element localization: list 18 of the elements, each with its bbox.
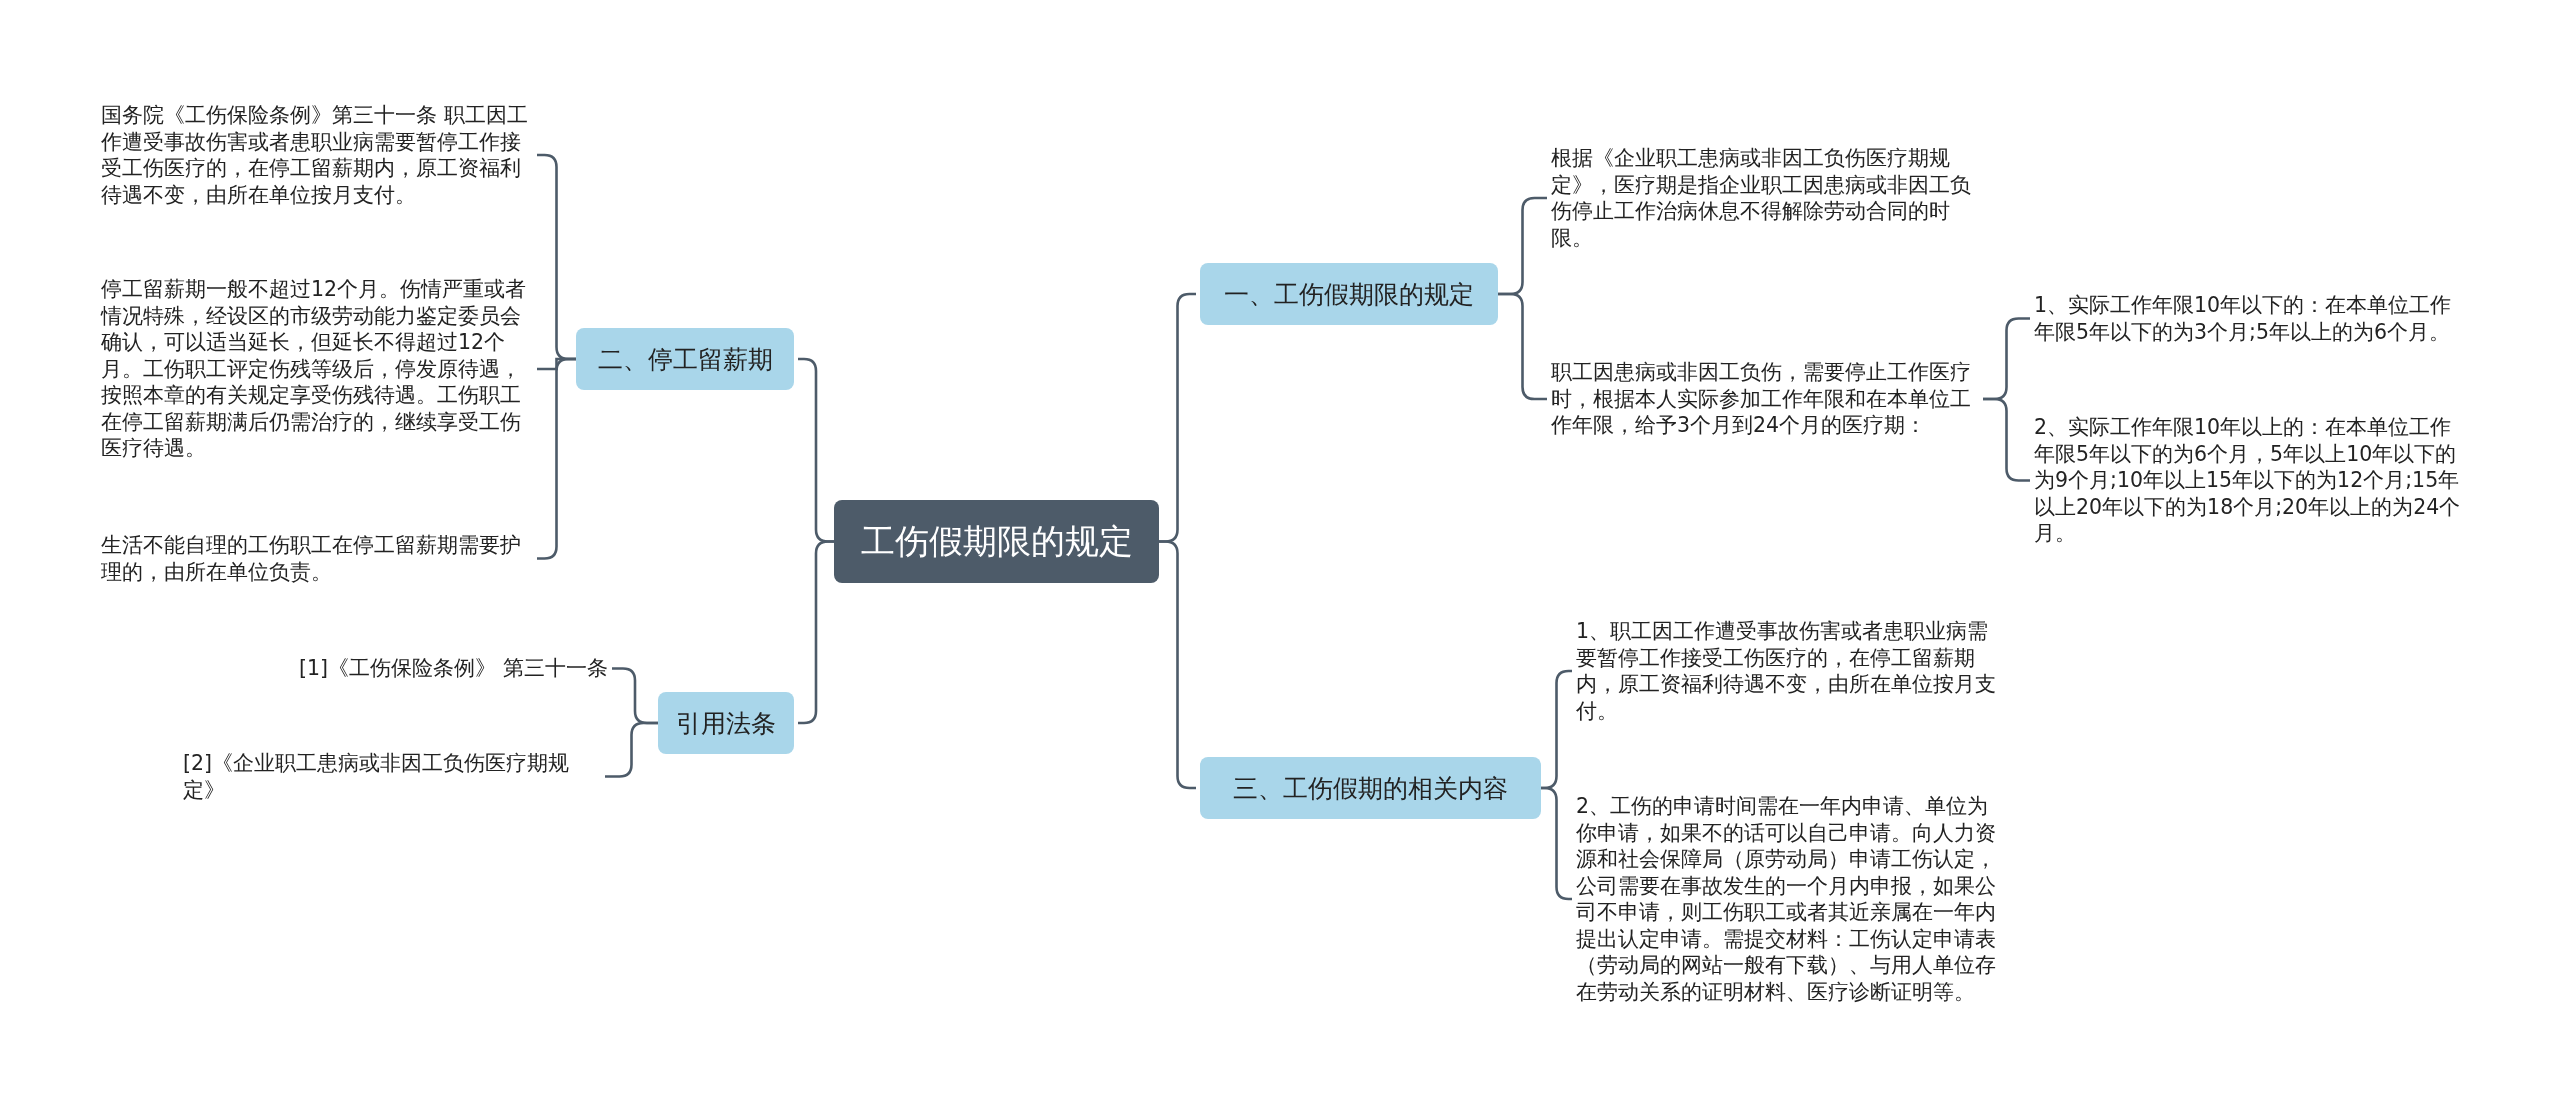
leaf-text: 2、实际工作年限10年以上的：在本单位工作年限5年以下的为6个月，5年以上10年以下的为9个月;10年以上15年以下的为12个月;15年以上20年以下的为18个月;20年以上的为24个月。 [2034, 414, 2464, 547]
connector-line [1159, 540, 1196, 790]
central-topic-box: 工伤假期限的规定 [834, 500, 1159, 583]
topic-box: 引用法条 [658, 692, 794, 754]
leaf-text: 职工因患病或非因工负伤，需要停止工作医疗时，根据本人实际参加工作年限和在本单位工作年限，给予3个月到24个月的医疗期： [1551, 359, 1983, 439]
leaf-text: 1、实际工作年限10年以下的：在本单位工作年限5年以下的为3个月;5年以上的为6个月。 [2034, 292, 2464, 345]
connector-line [605, 721, 658, 778]
leaf-text: 停工留薪期一般不超过12个月。伤情严重或者情况特殊，经设区的市级劳动能力鉴定委员会确认，可以适当延长，但延长不得超过12个月。工伤职工评定伤残等级后，停发原待遇，按照本章的有关规定享受伤残待遇。工伤职工在停工留薪期满后仍需治疗的，继续享受工伤医疗待遇。 [101, 276, 533, 462]
topic-box: 二、停工留薪期 [576, 328, 794, 390]
leaf-text: 生活不能自理的工伤职工在停工留薪期需要护理的，由所在单位负责。 [101, 532, 533, 585]
topic-box: 三、工伤假期的相关内容 [1200, 757, 1541, 819]
leaf-text: 1、职工因工作遭受事故伤害或者患职业病需要暂停工作接受工伤医疗的，在停工留薪期内，原工资福利待遇不变，由所在单位按月支付。 [1576, 618, 2008, 724]
leaf-text: [2]《企业职工患病或非因工负伤医疗期规定》 [183, 750, 601, 803]
leaf-text: 根据《企业职工患病或非因工负伤医疗期规定》，医疗期是指企业职工因患病或非因工负伤停止工作治病休息不得解除劳动合同的时限。 [1551, 145, 1983, 251]
topic-box: 一、工伤假期限的规定 [1200, 263, 1498, 325]
leaf-text: 2、工伤的申请时间需在一年内申请、单位为你申请，如果不的话可以自己申请。向人力资源和社会保障局（原劳动局）申请工伤认定，公司需要在事故发生的一个月内申报，如果公司不申请，则工伤职工或者其近亲属在一年内提出认定申请。需提交材料：工伤认定申请表（劳动局的网站一般有下载）、与用人单位存在劳动关系的证明材料、医疗诊断证明等。 [1576, 793, 2008, 1005]
leaf-text: 国务院《工伤保险条例》第三十一条 职工因工作遭受事故伤害或者患职业病需要暂停工作接受工伤医疗的，在停工留薪期内，原工资福利待遇不变，由所在单位按月支付。 [101, 102, 533, 208]
leaf-text: [1]《工伤保险条例》 第三十一条 [299, 655, 608, 682]
